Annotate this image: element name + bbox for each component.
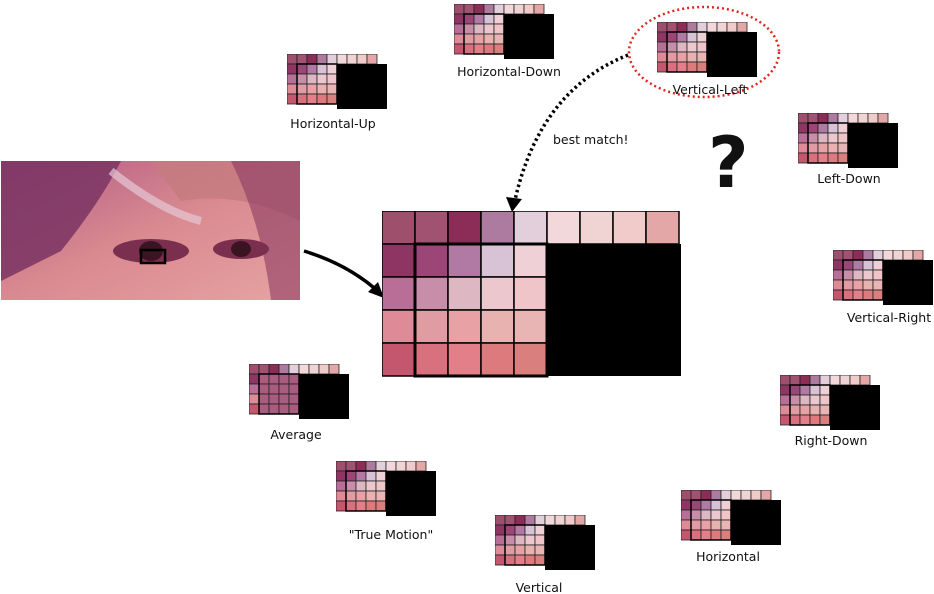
lena-eye-photo bbox=[1, 161, 300, 300]
prediction-block bbox=[381, 210, 683, 382]
predicted-pixel-cell bbox=[480, 243, 515, 278]
label-horizontal-down: Horizontal-Down bbox=[457, 64, 561, 79]
thumb-average bbox=[249, 364, 349, 419]
best-match-label: best match! bbox=[553, 132, 629, 147]
best-match-ellipse bbox=[627, 5, 781, 99]
top-neighbor-cell bbox=[546, 210, 581, 245]
predicted-pixel-cell bbox=[480, 342, 515, 377]
top-neighbor-cell bbox=[480, 210, 515, 245]
zoom-arrowhead bbox=[368, 282, 384, 298]
predicted-pixel-cell bbox=[447, 276, 482, 311]
thumb-horizontal-up bbox=[287, 54, 387, 109]
predicted-pixel-cell bbox=[480, 276, 515, 311]
thumb-vertical bbox=[495, 515, 595, 570]
thumb-true-motion bbox=[336, 461, 436, 516]
question-mark: ? bbox=[708, 122, 749, 204]
label-true-motion: "True Motion" bbox=[348, 527, 434, 542]
top-neighbor-cell bbox=[513, 210, 548, 245]
predicted-pixel-cell bbox=[447, 342, 482, 377]
top-neighbor-cell bbox=[645, 210, 680, 245]
label-right-down: Right-Down bbox=[794, 433, 868, 448]
predicted-pixel-cell bbox=[513, 342, 548, 377]
predicted-pixel-cell bbox=[447, 309, 482, 344]
predicted-pixel-cell bbox=[447, 243, 482, 278]
current-block-outline bbox=[413, 242, 549, 378]
best-match-arrowhead bbox=[506, 197, 522, 212]
label-vertical-left: Vertical-Left bbox=[672, 82, 748, 97]
left-neighbor-cell bbox=[381, 342, 416, 377]
thumb-right-down bbox=[780, 375, 880, 430]
thumb-horizontal-down bbox=[454, 4, 554, 59]
prediction-grid bbox=[381, 210, 681, 378]
best-match-arrow bbox=[513, 53, 629, 201]
top-neighbor-cell bbox=[381, 210, 416, 245]
left-neighbor-cell bbox=[381, 309, 416, 344]
unavailable-region bbox=[547, 244, 681, 376]
thumb-vertical-left bbox=[657, 22, 757, 77]
top-neighbor-cell bbox=[579, 210, 614, 245]
thumb-horizontal bbox=[681, 490, 781, 545]
predicted-pixel-cell bbox=[414, 276, 449, 311]
predicted-pixel-cell bbox=[414, 342, 449, 377]
predicted-pixel-cell bbox=[480, 309, 515, 344]
label-left-down: Left-Down bbox=[817, 171, 881, 186]
predicted-pixel-cell bbox=[513, 276, 548, 311]
left-neighbor-cell bbox=[381, 276, 416, 311]
predicted-pixel-cell bbox=[414, 243, 449, 278]
label-vertical: Vertical bbox=[515, 580, 563, 594]
left-neighbor-cell bbox=[381, 243, 416, 278]
top-neighbor-cell bbox=[447, 210, 482, 245]
zoom-arrow bbox=[303, 249, 383, 296]
label-horizontal-up: Horizontal-Up bbox=[290, 116, 376, 131]
predicted-pixel-cell bbox=[414, 309, 449, 344]
predicted-pixel-cell bbox=[513, 309, 548, 344]
label-vertical-right: Vertical-Right bbox=[846, 310, 932, 325]
selected-block-outline bbox=[139, 248, 167, 265]
thumb-vertical-right bbox=[833, 250, 933, 305]
label-horizontal: Horizontal bbox=[696, 549, 760, 564]
top-neighbor-cell bbox=[414, 210, 449, 245]
top-neighbor-cell bbox=[612, 210, 647, 245]
thumb-left-down bbox=[798, 113, 898, 168]
label-average: Average bbox=[270, 427, 322, 442]
predicted-pixel-cell bbox=[513, 243, 548, 278]
